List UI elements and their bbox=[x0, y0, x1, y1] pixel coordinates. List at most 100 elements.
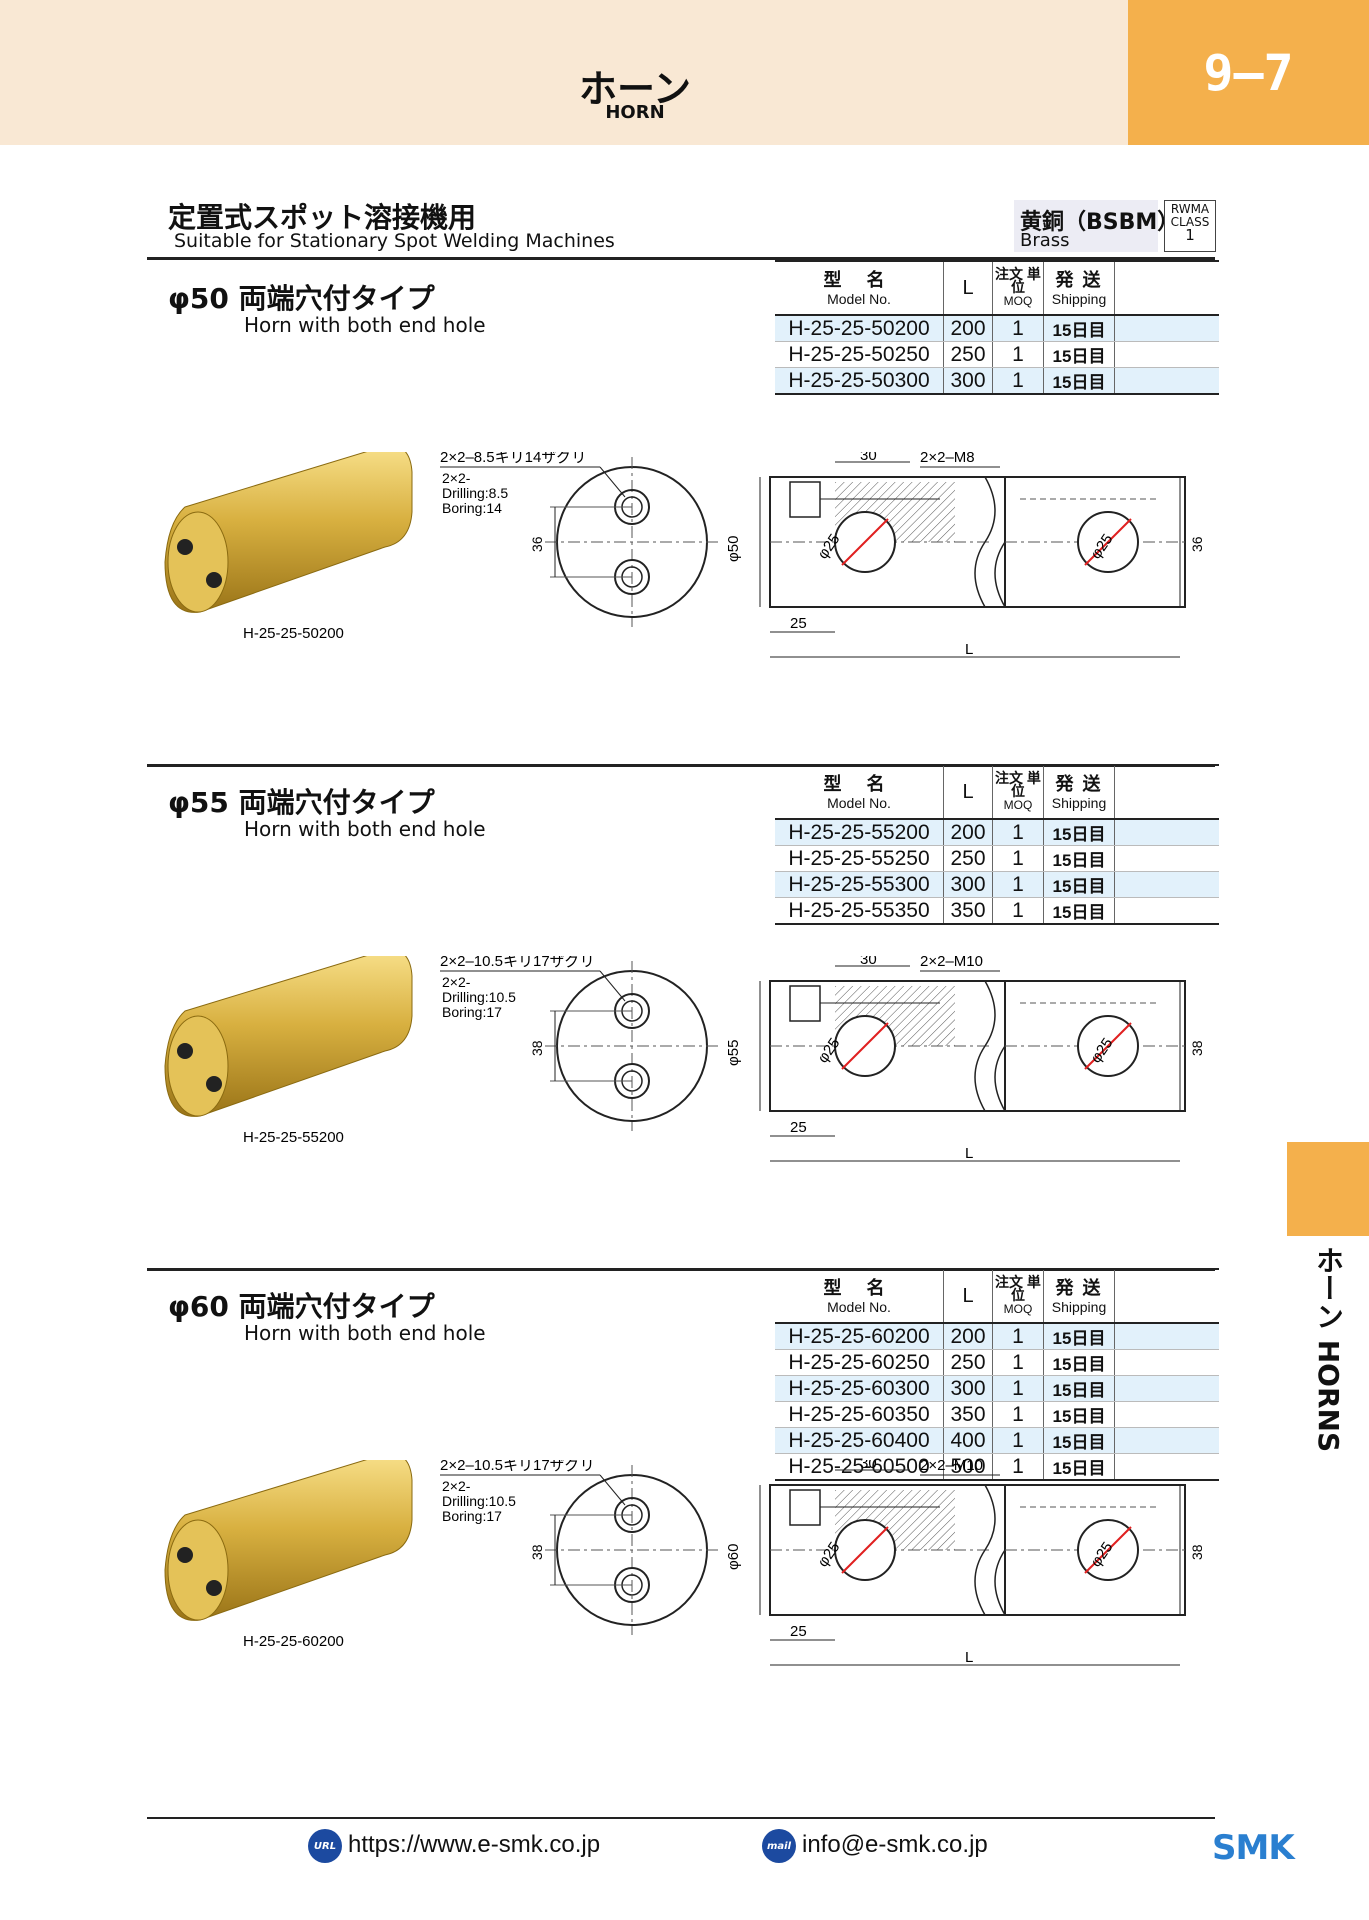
material-en: Brass bbox=[1020, 230, 1070, 251]
hole-spec-jp: 2×2–8.5キリ14ザグリ bbox=[440, 452, 586, 466]
length-cell: 250 bbox=[943, 1349, 993, 1376]
header-model-en: Model No. bbox=[827, 291, 891, 307]
section-title: φ60 両端穴付タイプ bbox=[168, 1290, 435, 1323]
length-dim: L bbox=[965, 641, 973, 658]
moq-cell: 1 bbox=[992, 1401, 1044, 1428]
technical-drawing: H-25-25-602002×2–10.5キリ17ザグリ2×2-Drilling… bbox=[164, 1460, 1205, 1666]
hole-spec-en: 2×2- bbox=[442, 470, 471, 486]
model-cell: H-25-25-60350 bbox=[775, 1401, 944, 1428]
length-cell: 200 bbox=[943, 1323, 993, 1350]
moq-cell: 1 bbox=[992, 871, 1044, 898]
product-photo bbox=[164, 1460, 413, 1621]
blank-cell bbox=[1114, 1323, 1219, 1350]
model-cell: H-25-25-60250 bbox=[775, 1349, 944, 1376]
moq-cell: 1 bbox=[992, 845, 1044, 872]
moq-cell: 1 bbox=[992, 341, 1044, 368]
mail-icon: mail bbox=[762, 1829, 796, 1863]
length-dim: L bbox=[965, 1145, 973, 1162]
model-cell: H-25-25-50300 bbox=[775, 367, 944, 395]
end-view bbox=[545, 1465, 720, 1635]
offset-dim: 25 bbox=[790, 1119, 807, 1136]
end-pitch-dim: 38 bbox=[529, 1544, 545, 1560]
section-view bbox=[759, 461, 1186, 658]
section-view bbox=[759, 965, 1186, 1162]
model-cell: H-25-25-60300 bbox=[775, 1375, 944, 1402]
shipping-cell: 15日目 bbox=[1043, 341, 1115, 368]
model-cell: H-25-25-50200 bbox=[775, 315, 944, 342]
header-model-jp: 型 名 bbox=[823, 1278, 895, 1298]
model-cell: H-25-25-60200 bbox=[775, 1323, 944, 1350]
hole-spec-en: Boring:14 bbox=[442, 500, 502, 516]
header-ship-jp: 発 送 bbox=[1055, 774, 1103, 794]
header-model-jp: 型 名 bbox=[823, 270, 895, 290]
length-cell: 300 bbox=[943, 871, 993, 898]
rwma-class-box: RWMA CLASS 1 bbox=[1164, 200, 1216, 252]
moq-cell: 1 bbox=[992, 315, 1044, 342]
rwma-class-value: 1 bbox=[1185, 226, 1195, 244]
technical-drawing: H-25-25-502002×2–8.5キリ14ザグリ2×2-Drilling:… bbox=[164, 452, 1205, 658]
blank-cell bbox=[1114, 367, 1219, 395]
model-cell: H-25-25-60400 bbox=[775, 1427, 944, 1454]
section-divider bbox=[147, 1268, 1215, 1271]
blank-cell bbox=[1114, 1453, 1219, 1481]
end-pitch-dim: 38 bbox=[529, 1040, 545, 1056]
header-model-jp: 型 名 bbox=[823, 774, 895, 794]
blank-cell bbox=[1114, 1427, 1219, 1454]
blank-cell bbox=[1114, 819, 1219, 846]
shipping-cell: 15日目 bbox=[1043, 1427, 1115, 1454]
section-view bbox=[759, 1469, 1186, 1666]
header-moq-en: MOQ bbox=[1003, 1302, 1033, 1316]
col-blank-header bbox=[1114, 260, 1219, 316]
blank-cell bbox=[1114, 315, 1219, 342]
length-cell: 200 bbox=[943, 819, 993, 846]
section-subtitle: Horn with both end hole bbox=[244, 817, 486, 841]
length-cell: 200 bbox=[943, 315, 993, 342]
end-view bbox=[545, 457, 720, 627]
header-ship-jp: 発 送 bbox=[1055, 1278, 1103, 1298]
divider bbox=[147, 1817, 1215, 1819]
end-pitch-dim: 36 bbox=[529, 536, 545, 552]
model-cell: H-25-25-50250 bbox=[775, 341, 944, 368]
length-cell: 500 bbox=[943, 1453, 993, 1481]
col-length-header: L bbox=[943, 260, 993, 316]
header-ship-jp: 発 送 bbox=[1055, 270, 1103, 290]
moq-cell: 1 bbox=[992, 1375, 1044, 1402]
divider bbox=[147, 257, 1215, 260]
photo-caption: H-25-25-50200 bbox=[243, 625, 344, 642]
top-dim: 30 bbox=[860, 1460, 877, 1472]
model-cell: H-25-25-55200 bbox=[775, 819, 944, 846]
blank-cell bbox=[1114, 341, 1219, 368]
side-tab-marker bbox=[1287, 1142, 1369, 1236]
moq-cell: 1 bbox=[992, 367, 1044, 395]
diameter-dim: φ60 bbox=[725, 1544, 742, 1570]
section-title: φ50 両端穴付タイプ bbox=[168, 282, 435, 315]
length-cell: 300 bbox=[943, 1375, 993, 1402]
website-link[interactable]: https://www.e-smk.co.jp bbox=[348, 1831, 601, 1858]
length-cell: 350 bbox=[943, 1401, 993, 1428]
email-link[interactable]: info@e-smk.co.jp bbox=[802, 1831, 988, 1858]
header-ship-en: Shipping bbox=[1051, 795, 1107, 811]
blank-cell bbox=[1114, 1375, 1219, 1402]
hole-spec-jp: 2×2–10.5キリ17ザグリ bbox=[440, 956, 595, 970]
offset-dim: 25 bbox=[790, 1623, 807, 1640]
shipping-cell: 15日目 bbox=[1043, 1375, 1115, 1402]
shipping-cell: 15日目 bbox=[1043, 897, 1115, 925]
